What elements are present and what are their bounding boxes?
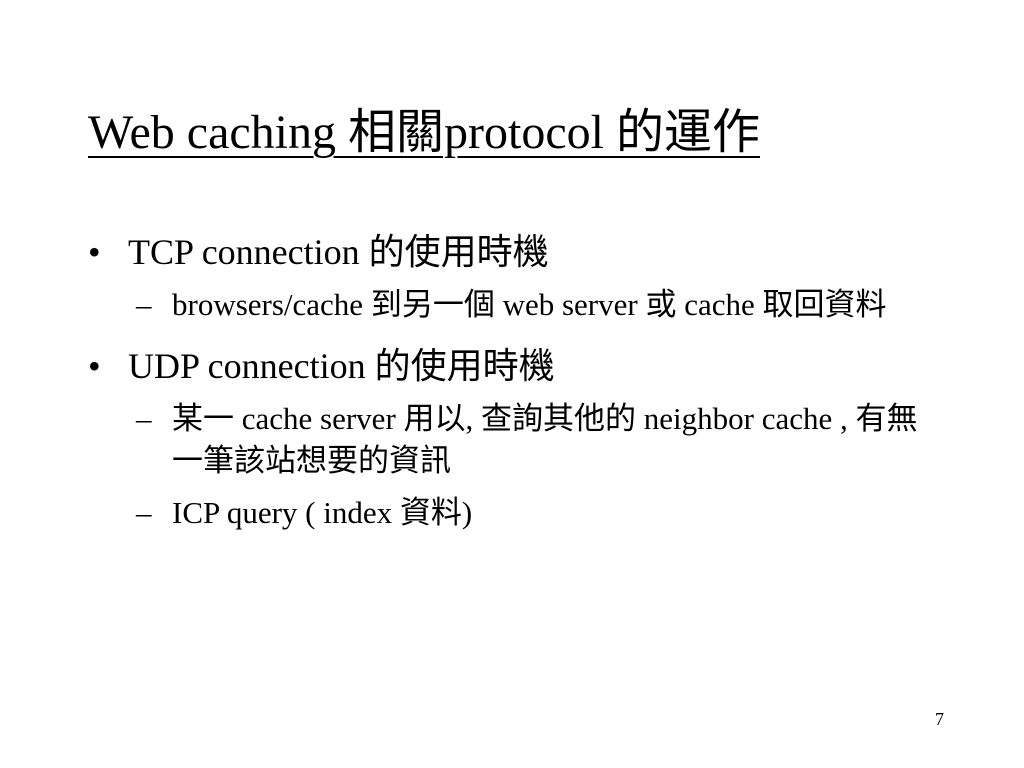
slide-title: Web caching 相關protocol 的運作	[88, 106, 760, 159]
sub-bullet-marker: –	[136, 401, 152, 436]
bullet-gap	[88, 336, 938, 344]
bullet-marker: •	[88, 232, 101, 272]
sub-bullet-text: 某一 cache server 用以, 查詢其他的 neighbor cache…	[172, 401, 918, 478]
sub-bullet-marker: –	[136, 287, 152, 322]
sub-bullet-item: – browsers/cache 到另一個 web server 或 cache…	[88, 284, 938, 326]
page-number: 7	[935, 709, 944, 729]
bullet-text: TCP connection 的使用時機	[128, 232, 549, 272]
sub-bullet-text: browsers/cache 到另一個 web server 或 cache 取…	[172, 287, 887, 322]
sub-bullet-text: ICP query ( index 資料)	[172, 495, 473, 530]
bullet-list: • TCP connection 的使用時機 – browsers/cache …	[88, 230, 938, 544]
sub-bullet-item: – ICP query ( index 資料)	[88, 492, 938, 534]
bullet-item: • UDP connection 的使用時機	[88, 344, 938, 388]
sub-bullet-marker: –	[136, 495, 152, 530]
sub-bullet-item: – 某一 cache server 用以, 查詢其他的 neighbor cac…	[88, 398, 938, 482]
bullet-text: UDP connection 的使用時機	[128, 346, 555, 386]
bullet-marker: •	[88, 346, 101, 386]
bullet-item: • TCP connection 的使用時機	[88, 230, 938, 274]
